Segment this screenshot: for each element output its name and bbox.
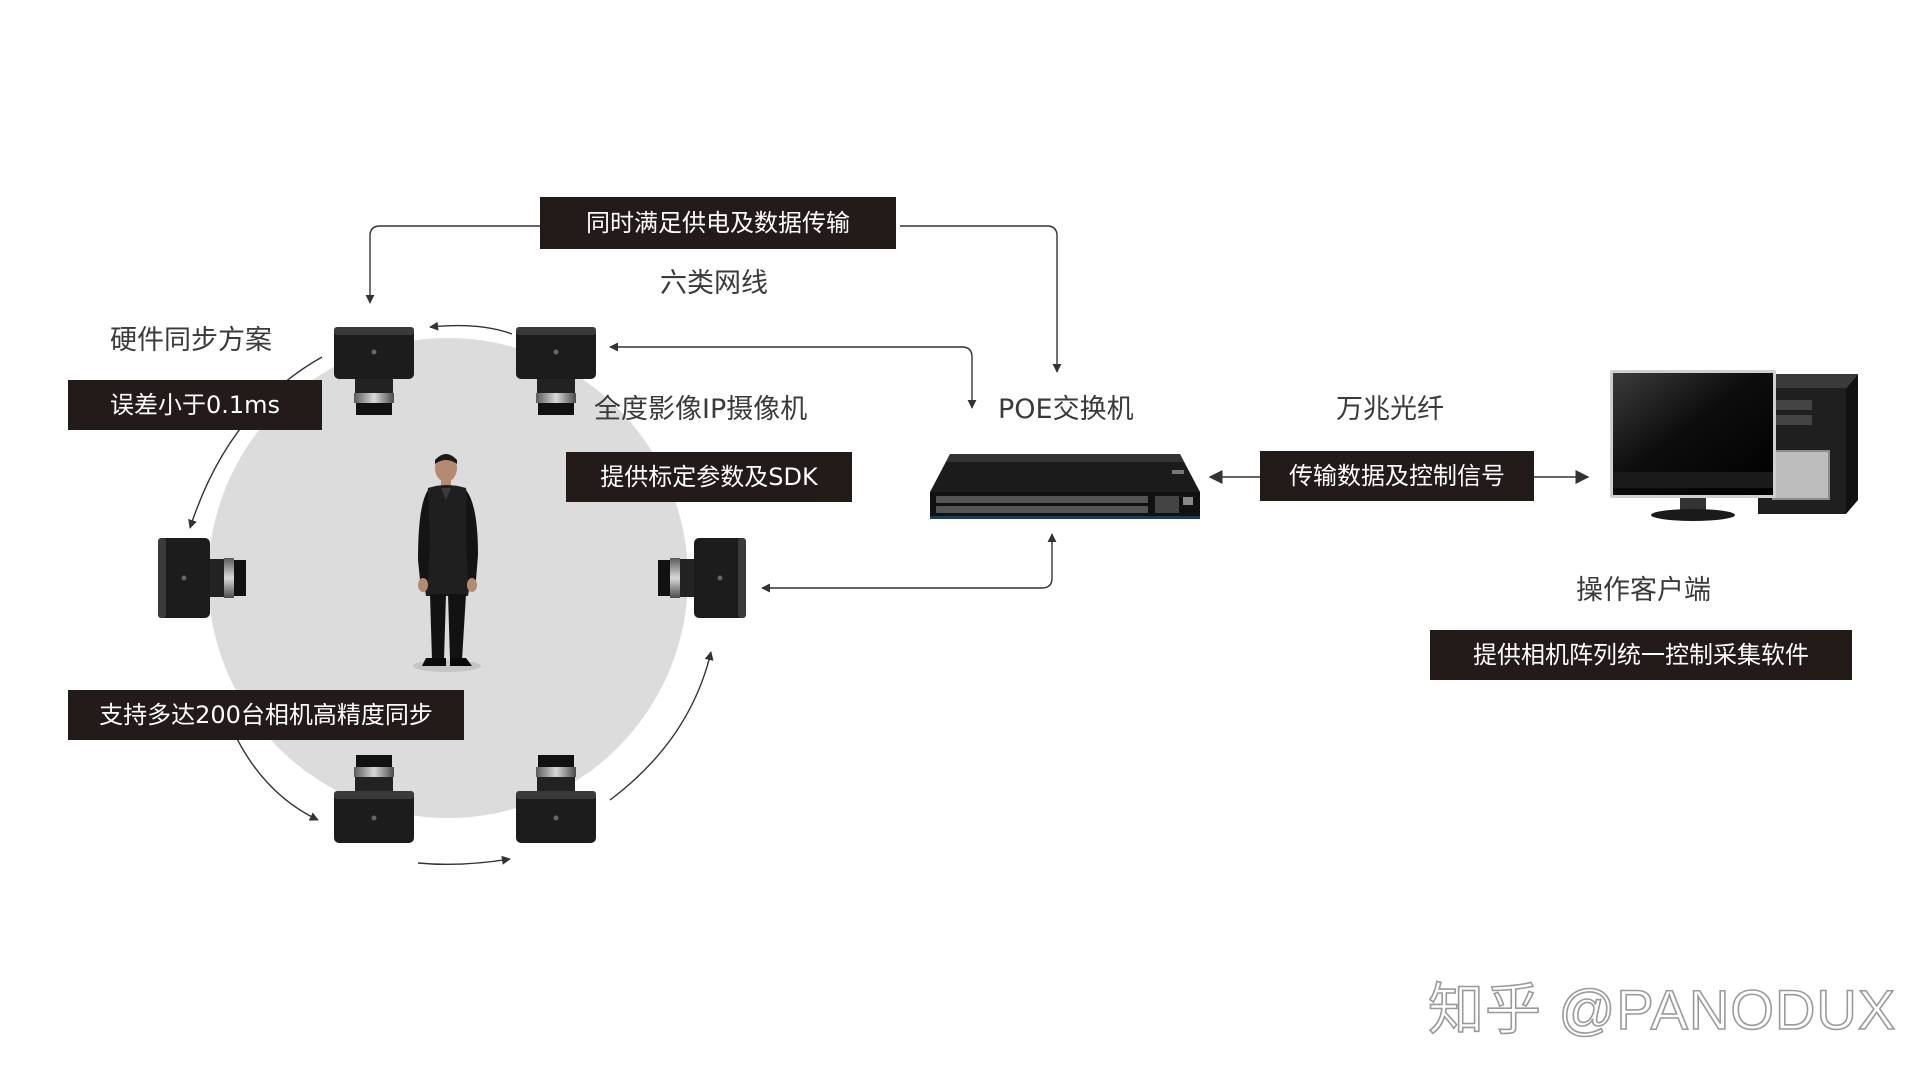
poe-switch-label: POE交换机 — [998, 394, 1134, 425]
sync-scheme-label: 硬件同步方案 — [110, 325, 272, 356]
control-software-box: 提供相机阵列统一控制采集软件 — [1430, 630, 1852, 680]
computer-workstation — [1610, 370, 1858, 521]
sync-error-box: 误差小于0.1ms — [68, 380, 322, 430]
client-label: 操作客户端 — [1576, 575, 1711, 606]
multi-sync-box: 支持多达200台相机高精度同步 — [68, 690, 464, 740]
transmit-box: 传输数据及控制信号 — [1260, 451, 1534, 501]
person-figure — [413, 454, 481, 672]
camera-name-label: 全度影像IP摄像机 — [594, 394, 808, 425]
network-lines — [365, 225, 1590, 593]
zhihu-watermark: 知乎 @PANODUX — [1427, 978, 1897, 1041]
power-data-box: 同时满足供电及数据传输 — [540, 197, 896, 249]
six-cable-label: 六类网线 — [660, 268, 768, 299]
fiber-label: 万兆光纤 — [1336, 394, 1444, 425]
poe-switch-device — [930, 454, 1200, 519]
switch-ports — [936, 496, 1193, 513]
sdk-box: 提供标定参数及SDK — [566, 452, 852, 502]
